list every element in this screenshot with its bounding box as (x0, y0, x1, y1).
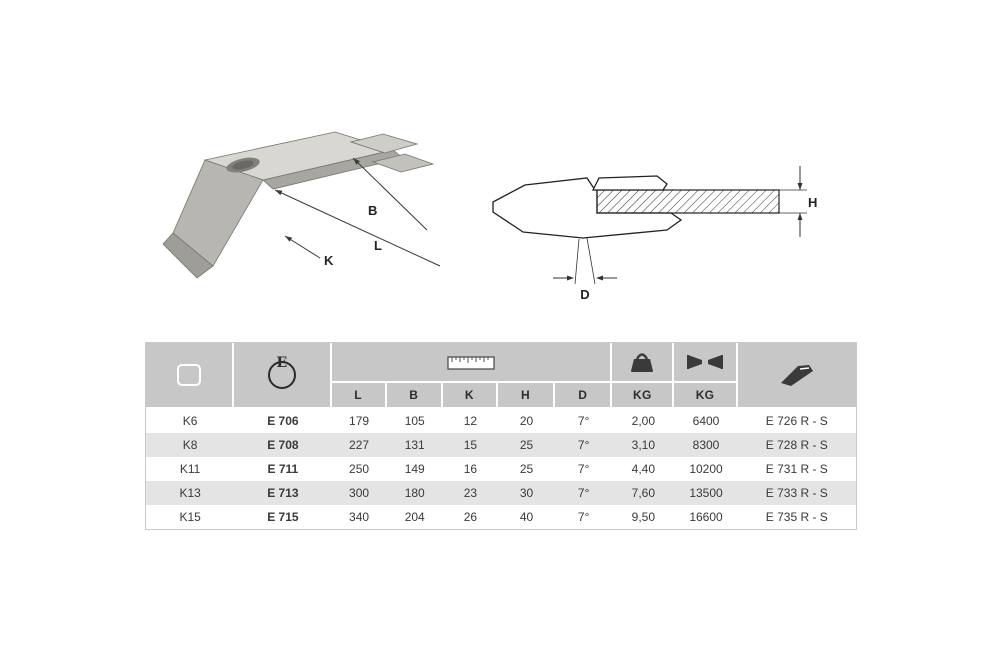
spec-table: E (145, 342, 857, 530)
col-label-l: L (331, 383, 387, 409)
header-weight (612, 343, 675, 383)
dim-label-k: K (324, 253, 334, 268)
cell-breakout: 8300 (674, 433, 738, 457)
cell-dim-k: 15 (442, 433, 498, 457)
cell-part-number: E 711 (234, 457, 332, 481)
header-icon-row: E (146, 343, 856, 409)
table-row: K8 E 708 227 131 15 25 7° 3,10 8300 E 72… (146, 433, 856, 457)
header-tooth-ref (737, 343, 856, 409)
cell-tooth-ref: E 728 R - S (737, 433, 856, 457)
cell-weight: 2,00 (612, 409, 675, 433)
dim-label-d: D (580, 287, 589, 302)
header-dimensions (331, 343, 613, 383)
header-breakout (674, 343, 738, 383)
weight-icon (627, 350, 657, 374)
cell-dim-d: 7° (555, 505, 613, 529)
dim-label-h: H (808, 195, 817, 210)
cell-dim-h: 25 (497, 457, 556, 481)
cell-dim-b: 131 (386, 433, 443, 457)
cell-tooth-ref: E 733 R - S (737, 481, 856, 505)
table-row: K11 E 711 250 149 16 25 7° 4,40 10200 E … (146, 457, 856, 481)
dim-label-b: B (368, 203, 377, 218)
cell-dim-k: 16 (442, 457, 498, 481)
header-label-row: L B K H D KG KG (146, 383, 856, 409)
cell-dim-b: 149 (386, 457, 443, 481)
cell-weight: 4,40 (612, 457, 675, 481)
side-section-drawing: H D (492, 166, 817, 302)
cell-dim-d: 7° (555, 409, 613, 433)
cell-dim-h: 30 (497, 481, 556, 505)
col-label-k: K (442, 383, 498, 409)
cell-dim-h: 20 (497, 409, 556, 433)
cell-part-number: E 708 (234, 433, 332, 457)
cell-breakout: 16600 (674, 505, 738, 529)
cell-dim-k: 26 (442, 505, 498, 529)
tooth-icon (778, 362, 816, 388)
cell-weight: 9,50 (612, 505, 675, 529)
col-label-h: H (497, 383, 556, 409)
cell-tooth-ref: E 731 R - S (737, 457, 856, 481)
cell-size-ref: K15 (146, 505, 235, 529)
col-label-d: D (555, 383, 613, 409)
cell-tooth-ref: E 735 R - S (737, 505, 856, 529)
cell-dim-k: 23 (442, 481, 498, 505)
cell-breakout: 10200 (674, 457, 738, 481)
cell-weight: 7,60 (612, 481, 675, 505)
header-part-number: E (234, 343, 332, 409)
cell-dim-d: 7° (555, 481, 613, 505)
cell-dim-l: 250 (331, 457, 387, 481)
cell-weight: 3,10 (612, 433, 675, 457)
e-brand-logo-icon: E (267, 356, 296, 389)
col-label-b: B (386, 383, 443, 409)
cell-dim-k: 12 (442, 409, 498, 433)
cell-dim-d: 7° (555, 457, 613, 481)
cell-part-number: E 715 (234, 505, 332, 529)
cell-dim-b: 204 (386, 505, 443, 529)
ruler-icon (447, 353, 495, 371)
cell-breakout: 6400 (674, 409, 738, 433)
cell-breakout: 13500 (674, 481, 738, 505)
cell-dim-d: 7° (555, 433, 613, 457)
coupling-icon (686, 352, 724, 372)
cell-dim-l: 227 (331, 433, 387, 457)
header-size-ref (146, 343, 235, 409)
cell-dim-b: 180 (386, 481, 443, 505)
cell-tooth-ref: E 726 R - S (737, 409, 856, 433)
adapter-outline-icon (177, 364, 202, 386)
cell-dim-b: 105 (386, 409, 443, 433)
cell-size-ref: K6 (146, 409, 235, 433)
isometric-adapter-drawing: B L K (162, 131, 441, 279)
dim-label-l: L (374, 238, 382, 253)
table-row: K13 E 713 300 180 23 30 7° 7,60 13500 E … (146, 481, 856, 505)
cell-dim-l: 300 (331, 481, 387, 505)
col-label-kg-weight: KG (612, 383, 675, 409)
table-row: K6 E 706 179 105 12 20 7° 2,00 6400 E 72… (146, 409, 856, 433)
cell-dim-l: 179 (331, 409, 387, 433)
col-label-kg-breakout: KG (674, 383, 738, 409)
cell-part-number: E 706 (234, 409, 332, 433)
cell-dim-h: 25 (497, 433, 556, 457)
cell-part-number: E 713 (234, 481, 332, 505)
cell-dim-l: 340 (331, 505, 387, 529)
cell-size-ref: K13 (146, 481, 235, 505)
cell-size-ref: K8 (146, 433, 235, 457)
cell-size-ref: K11 (146, 457, 235, 481)
table-row: K15 E 715 340 204 26 40 7° 9,50 16600 E … (146, 505, 856, 529)
cell-dim-h: 40 (497, 505, 556, 529)
